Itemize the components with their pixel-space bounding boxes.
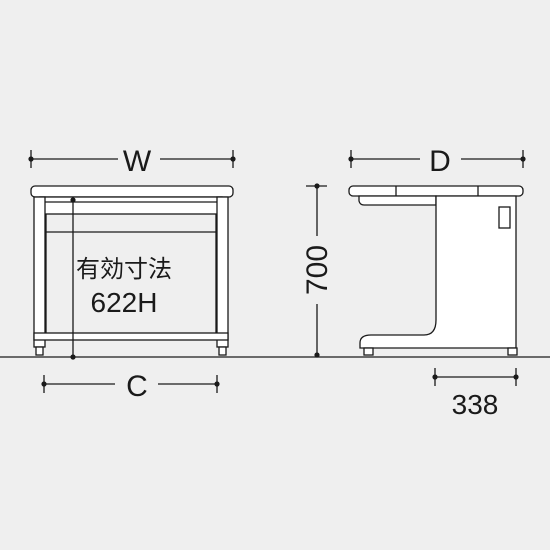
side-bracket: [358, 195, 437, 206]
foot-depth-dimension: [432, 368, 519, 386]
side-panel: [359, 195, 517, 349]
side-view: [348, 185, 524, 356]
clearance-label-line1: 有効寸法: [76, 256, 172, 283]
clearance-dimension: [70, 197, 76, 360]
height-dimension: [306, 183, 327, 358]
width-dimension-endpoint-left: [28, 156, 34, 162]
side-foot-back: [507, 347, 518, 356]
front-leg-left: [33, 196, 46, 348]
depth-label: D: [429, 145, 451, 178]
front-foot-right: [218, 346, 227, 356]
height-label: 700: [301, 245, 334, 295]
front-foot-left: [35, 346, 44, 356]
side-cable-slot: [498, 206, 511, 229]
side-desk-top: [348, 185, 524, 197]
width-dimension: [28, 150, 236, 168]
foot-depth-label: 338: [452, 389, 499, 420]
front-apron: [39, 196, 223, 215]
clearance-label-line2: 622H: [91, 287, 158, 318]
width-dimension-endpoint-right: [230, 156, 236, 162]
front-bottom-rail: [33, 332, 229, 341]
front-leg-right: [216, 196, 229, 348]
leg-span-dimension: [41, 375, 220, 393]
depth-dimension: [348, 150, 526, 168]
leg-span-label: C: [126, 370, 148, 403]
front-view: [30, 185, 234, 356]
width-label: W: [123, 145, 152, 178]
front-desk-top: [30, 185, 234, 198]
side-foot-front: [363, 347, 374, 356]
